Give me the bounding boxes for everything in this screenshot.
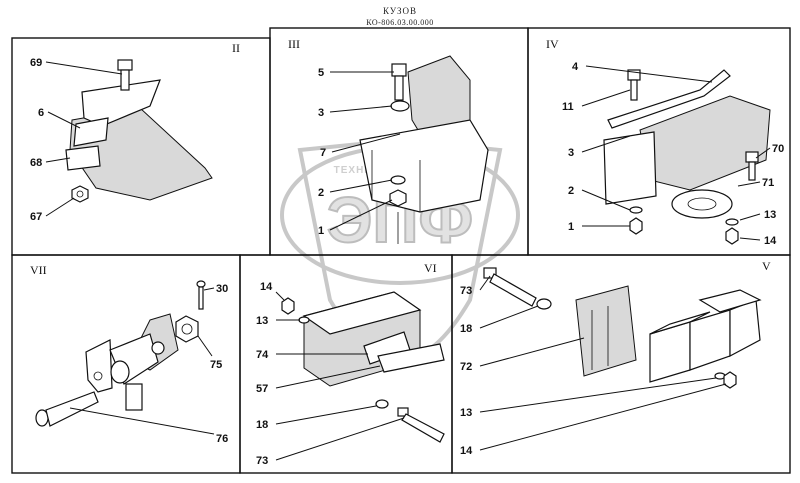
panel-III: III 5 3 7 2 1 bbox=[269, 27, 529, 256]
callout-6: 6 bbox=[38, 107, 44, 119]
bracket-plate bbox=[81, 79, 161, 127]
panel-IV-label: IV bbox=[546, 37, 559, 51]
callout-4: 4 bbox=[572, 61, 579, 73]
callout-2: 2 bbox=[318, 187, 324, 199]
washer-13-vi bbox=[298, 316, 310, 324]
panel-VI-label: VI bbox=[424, 261, 437, 275]
callout-67: 67 bbox=[30, 211, 42, 223]
tube-sections bbox=[649, 289, 762, 383]
bolt-11 bbox=[627, 69, 641, 101]
bolt-69 bbox=[117, 59, 133, 91]
panel-VI: VI 14 13 74 57 18 73 bbox=[239, 254, 453, 474]
washer-18-v bbox=[536, 298, 552, 310]
callout-5: 5 bbox=[318, 67, 324, 79]
panel-V-label: V bbox=[762, 259, 771, 273]
bracket-72 bbox=[575, 285, 637, 377]
bolt-73-v bbox=[483, 267, 537, 307]
flange-71 bbox=[671, 189, 733, 219]
hinge-leg bbox=[125, 383, 143, 411]
drawing-code: КО-806.03.00.000 bbox=[366, 18, 434, 27]
callout-73-v: 73 bbox=[460, 285, 472, 297]
callout-3-iv: 3 bbox=[568, 147, 574, 159]
nut-14-vi bbox=[281, 297, 295, 315]
panel-II-label: II bbox=[232, 41, 240, 55]
nut-75 bbox=[175, 315, 199, 343]
callout-14-v: 14 bbox=[460, 445, 473, 457]
callout-13-iv: 13 bbox=[764, 209, 776, 221]
washer-3 bbox=[390, 100, 410, 112]
callout-69: 69 bbox=[30, 57, 42, 69]
pin-76 bbox=[35, 391, 99, 427]
washer-2 bbox=[390, 175, 406, 185]
callout-75: 75 bbox=[210, 359, 222, 371]
callout-71: 71 bbox=[762, 177, 774, 189]
callout-70: 70 bbox=[772, 143, 784, 155]
callout-73-vi: 73 bbox=[256, 455, 268, 467]
callout-30: 30 bbox=[216, 283, 228, 295]
callout-72: 72 bbox=[460, 361, 472, 373]
callout-2-iv: 2 bbox=[568, 185, 574, 197]
callout-14-vi: 14 bbox=[260, 281, 273, 293]
plate-68 bbox=[65, 145, 101, 171]
nut-14-v bbox=[723, 371, 737, 389]
callout-3: 3 bbox=[318, 107, 324, 119]
callout-18-v: 18 bbox=[460, 323, 472, 335]
callout-13-v: 13 bbox=[460, 407, 472, 419]
callout-11: 11 bbox=[562, 101, 574, 113]
pin-30 bbox=[196, 280, 206, 310]
panel-VII-label: VII bbox=[30, 263, 47, 277]
bolt-73-vi bbox=[397, 407, 445, 443]
callout-76: 76 bbox=[216, 433, 228, 445]
bolt-5 bbox=[391, 63, 407, 101]
nut-14-iv bbox=[725, 227, 739, 245]
channel-body bbox=[359, 119, 489, 213]
callout-13-vi: 13 bbox=[256, 315, 268, 327]
nut-1 bbox=[389, 189, 407, 207]
panel-IV: IV 4 11 3 2 1 bbox=[527, 27, 791, 256]
nut-1-iv bbox=[629, 217, 643, 235]
drawing-title: КУЗОВ bbox=[382, 6, 418, 16]
panel-III-label: III bbox=[288, 37, 300, 51]
panel-II: II 69 6 68 67 bbox=[11, 37, 271, 256]
panel-V: V 73 18 72 13 14 bbox=[451, 254, 791, 474]
callout-57: 57 bbox=[256, 383, 268, 395]
callout-7: 7 bbox=[320, 147, 326, 159]
washer-13-iv bbox=[725, 218, 739, 226]
callout-18-vi: 18 bbox=[256, 419, 268, 431]
bracket-57 bbox=[377, 343, 445, 373]
panel-VII: VII 30 75 76 bbox=[11, 254, 241, 474]
callout-1-iv: 1 bbox=[568, 221, 574, 233]
strap-4 bbox=[607, 69, 731, 129]
front-plate bbox=[603, 131, 657, 205]
nut-67 bbox=[71, 185, 89, 203]
washer-18-vi bbox=[375, 399, 389, 409]
washer-2-iv bbox=[629, 206, 643, 214]
callout-68: 68 bbox=[30, 157, 42, 169]
callout-1: 1 bbox=[318, 225, 324, 237]
callout-74: 74 bbox=[256, 349, 269, 361]
hinge-ear bbox=[85, 339, 113, 393]
callout-14-iv: 14 bbox=[764, 235, 777, 247]
angle-part-6 bbox=[73, 117, 109, 147]
